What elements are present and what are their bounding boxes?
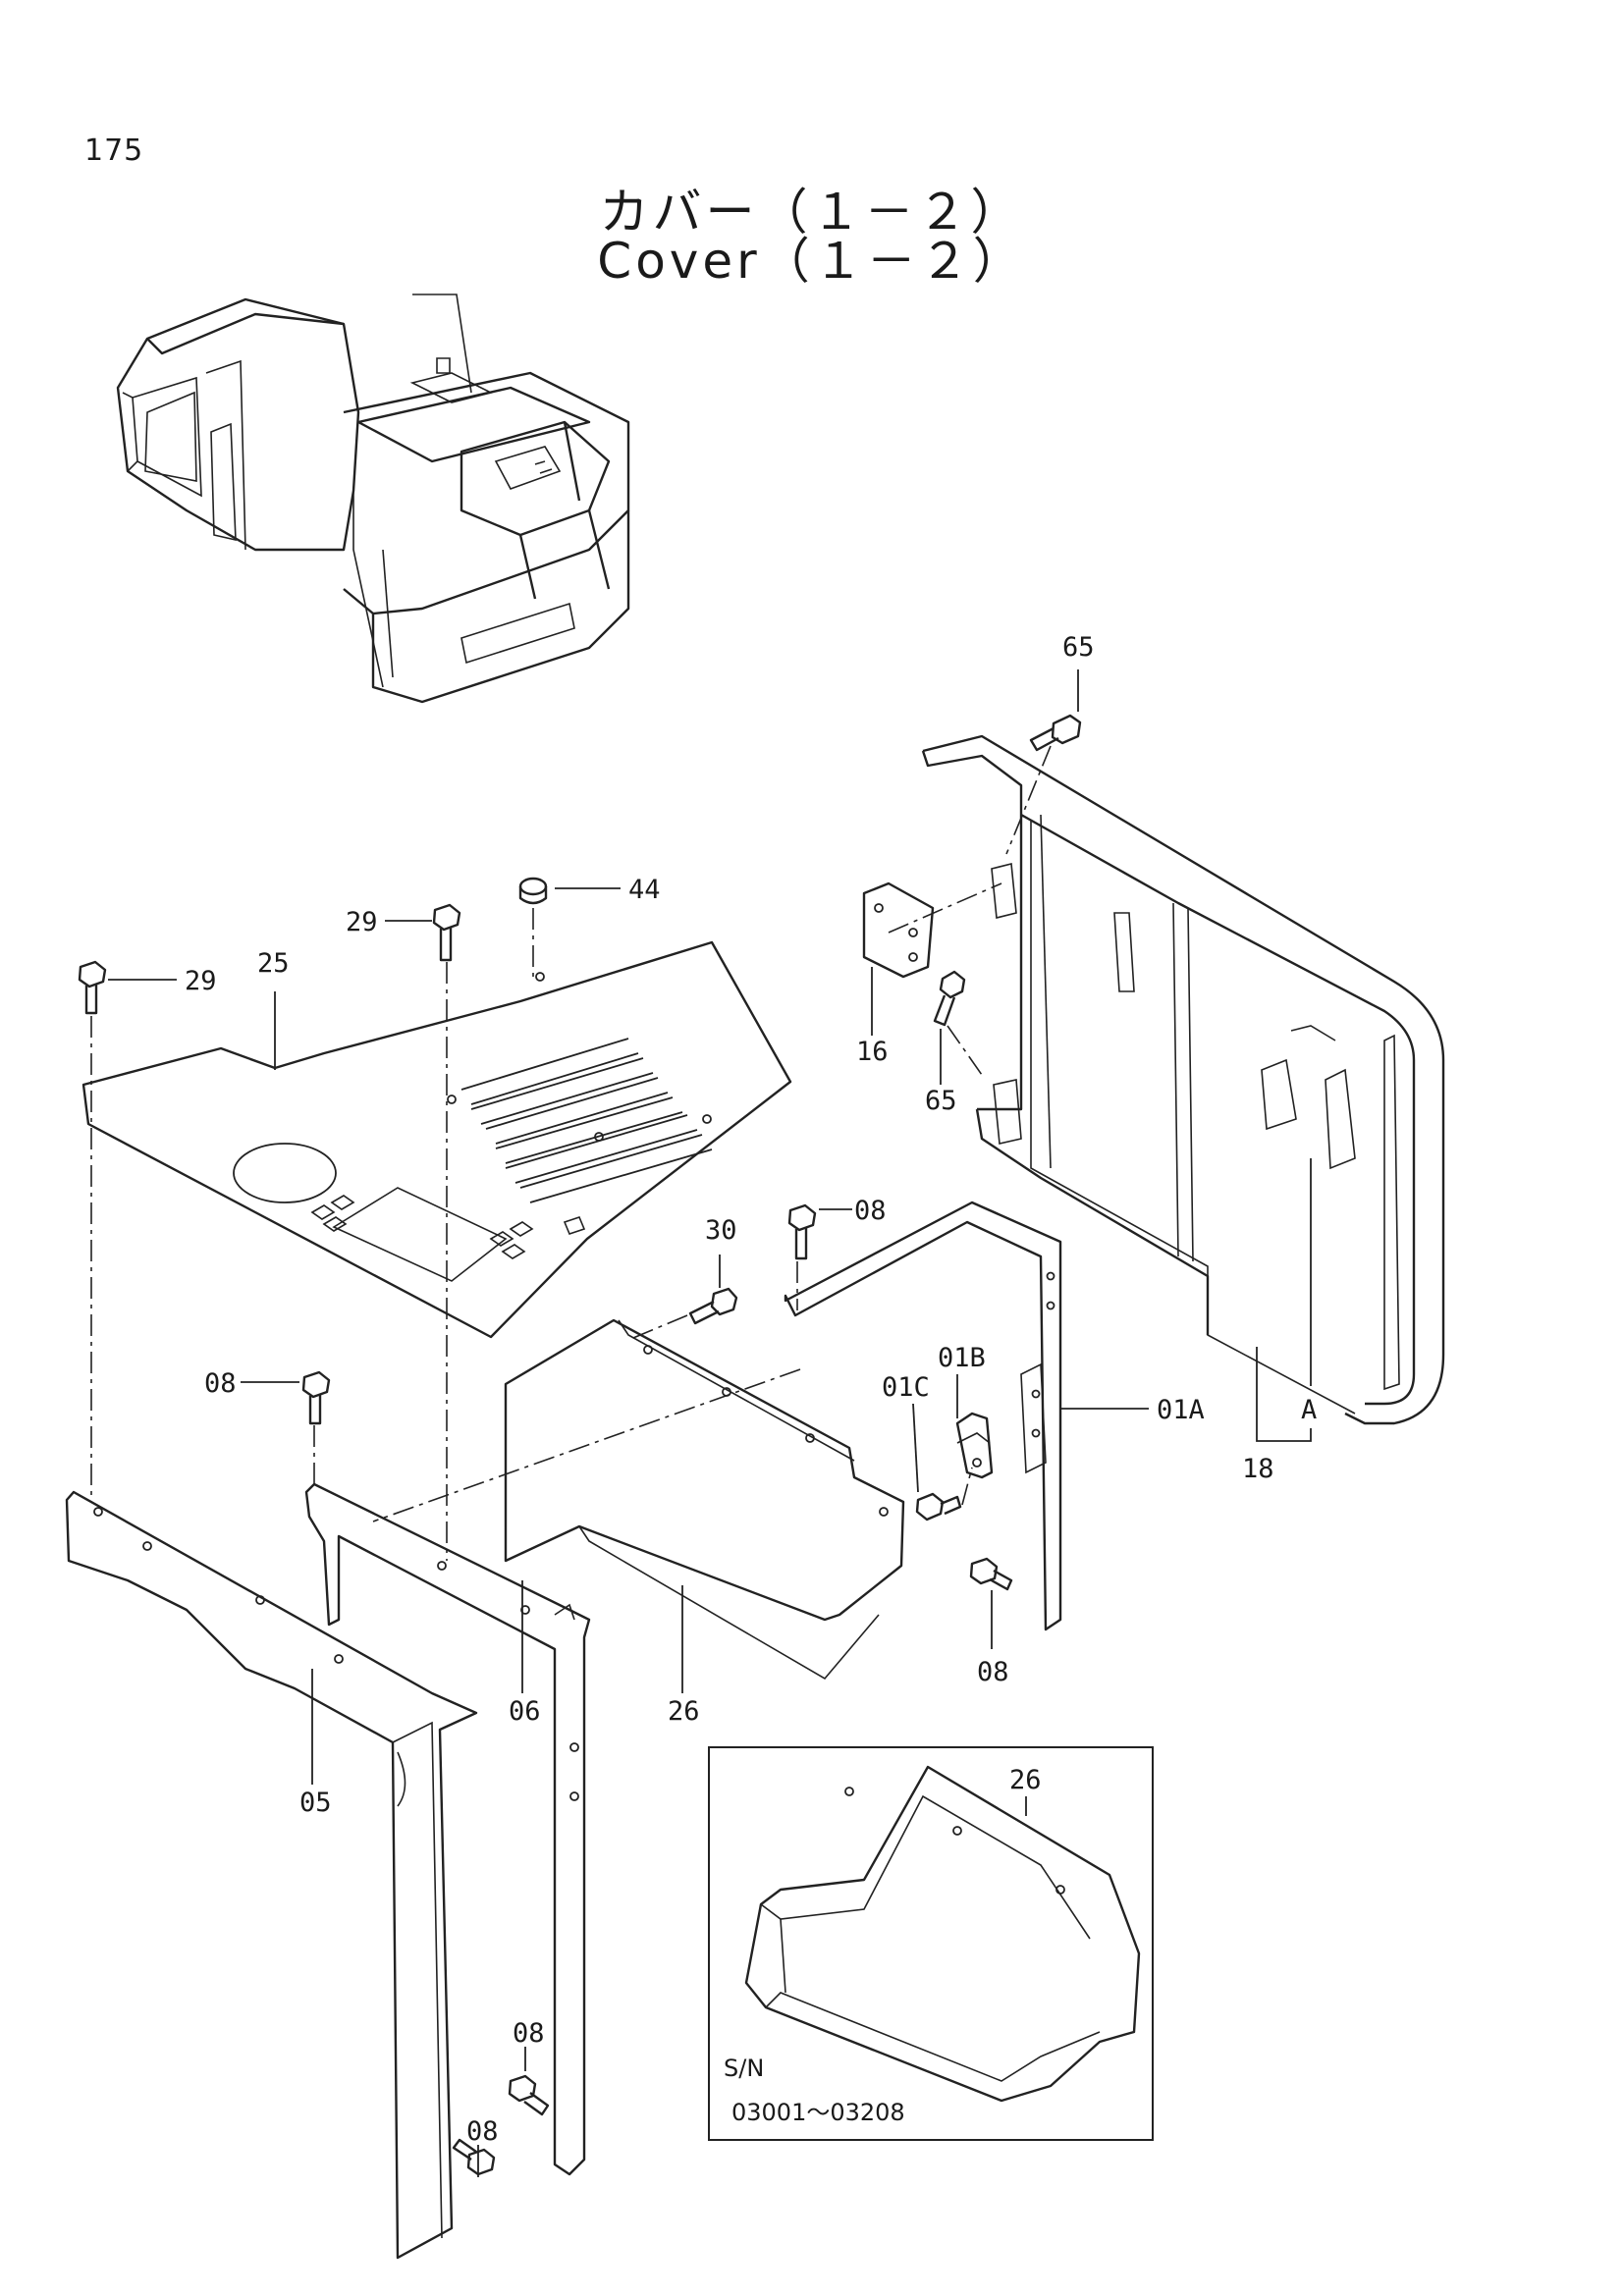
- callout-65-bottom: 65: [925, 1086, 957, 1116]
- callout-08-top: 08: [854, 1196, 887, 1226]
- callout-18: 18: [1242, 1454, 1274, 1484]
- vent-slots: [460, 1038, 713, 1203]
- cover-panel-18: [921, 734, 1445, 1425]
- bolt-01c: [915, 1492, 962, 1522]
- bolt-08-top: [787, 1203, 817, 1260]
- callout-26-inset: 26: [1009, 1765, 1042, 1795]
- bolt-29-mid: [432, 903, 461, 962]
- callout-a: A: [1301, 1395, 1317, 1425]
- callout-44: 44: [628, 875, 661, 905]
- bolt-65-bottom: [933, 970, 966, 1027]
- callout-01b: 01B: [938, 1343, 986, 1373]
- inset-box: [708, 1746, 1154, 2141]
- bolt-08-right: [969, 1557, 1013, 1591]
- callout-05: 05: [299, 1788, 332, 1818]
- callout-26-main: 26: [668, 1696, 700, 1727]
- bolt-29-left: [78, 960, 107, 1015]
- callout-65-top: 65: [1062, 632, 1095, 663]
- leader-lines: [108, 669, 1312, 2177]
- bracket-16: [862, 881, 935, 979]
- callout-08-left: 08: [204, 1368, 237, 1399]
- callout-16: 16: [856, 1037, 889, 1067]
- excavator-overview: [116, 294, 630, 704]
- cover-plate-25: [81, 940, 792, 1339]
- bolt-44: [518, 877, 548, 905]
- callout-08-right: 08: [977, 1657, 1009, 1687]
- assembly-lines: [90, 745, 1052, 1561]
- serial-number-label: S/N: [724, 2055, 764, 2082]
- callout-25: 25: [257, 948, 290, 979]
- serial-number-range: 03001～03208: [731, 2099, 905, 2126]
- cover-26-main: [504, 1318, 905, 1681]
- frame-06: [304, 1482, 591, 2176]
- callout-06: 06: [509, 1696, 541, 1727]
- callout-29-left: 29: [185, 966, 217, 996]
- bracket-01b: [955, 1412, 994, 1479]
- frame-05: [65, 1490, 478, 2260]
- bolt-65-top: [1029, 714, 1082, 752]
- callout-08-bottom-lower: 08: [466, 2116, 499, 2147]
- bolt-08-left: [301, 1370, 331, 1425]
- callout-29-mid: 29: [346, 907, 378, 937]
- bolt-08-bottom-upper: [508, 2074, 550, 2116]
- callout-01a: 01A: [1157, 1395, 1205, 1425]
- bolt-08-bottom-lower: [452, 2138, 496, 2176]
- page-number: 175: [84, 133, 144, 168]
- page-title-japanese: カバー（１－２）: [599, 184, 1024, 240]
- page-title-english: Cover（１－２）: [597, 233, 1026, 290]
- callout-30: 30: [705, 1215, 737, 1246]
- callout-08-bottom-upper: 08: [513, 2018, 545, 2049]
- bolt-30: [688, 1287, 738, 1325]
- callout-01c: 01C: [882, 1372, 930, 1403]
- callout-labels: 65 44 29 29 25 16 65 08 30 01B 01C 01A A…: [185, 632, 1317, 2147]
- bracket-01a: [784, 1201, 1062, 1631]
